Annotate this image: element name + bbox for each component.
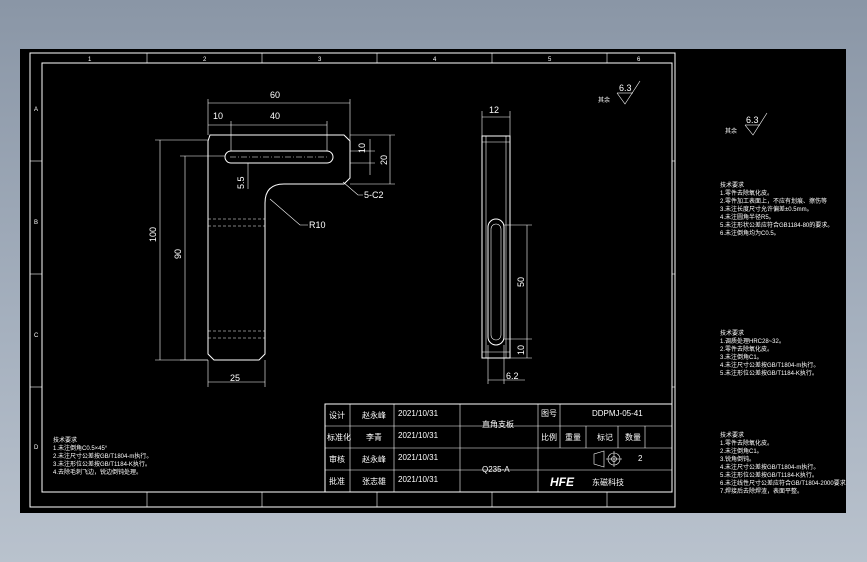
title-block: 设计 赵永峰 2021/10/31 标准化 李青 2021/10/31 审核 赵…	[324, 403, 673, 493]
svg-text:比例: 比例	[541, 432, 557, 442]
tb-name-check: 赵永峰	[362, 454, 386, 464]
tb-role-check: 审核	[329, 454, 345, 464]
svg-text:2: 2	[203, 57, 207, 63]
svg-text:D: D	[34, 445, 39, 451]
svg-text:6.3: 6.3	[619, 83, 632, 93]
dim-10-slot: 10	[357, 143, 367, 153]
front-view-outline	[207, 134, 351, 361]
dim-10-bottom: 10	[516, 345, 526, 355]
tb-role-design: 设计	[329, 410, 345, 420]
tb-name-design: 赵永峰	[362, 410, 386, 420]
dim-20: 20	[379, 155, 389, 165]
svg-text:B: B	[34, 220, 38, 226]
tb-date-std: 2021/10/31	[398, 431, 439, 440]
svg-text:3.未注倒角C1。: 3.未注倒角C1。	[720, 353, 763, 361]
dim-12: 12	[489, 105, 499, 115]
svg-text:6: 6	[637, 57, 641, 63]
svg-text:其余: 其余	[598, 96, 610, 104]
drawing-canvas: 1 2 3 4 5 6 A B C D	[20, 49, 852, 513]
tb-date-design: 2021/10/31	[398, 409, 439, 418]
svg-text:6.未注线性尺寸公差应符合GB/T1804-2000要求。: 6.未注线性尺寸公差应符合GB/T1804-2000要求。	[720, 479, 846, 487]
svg-text:A: A	[34, 107, 38, 113]
svg-text:5.未注形状公差应符合GB1184-80的要求。: 5.未注形状公差应符合GB1184-80的要求。	[720, 221, 833, 229]
tb-role-std: 标准化	[327, 432, 351, 442]
svg-text:7.焊接后去除焊渣，表面平整。: 7.焊接后去除焊渣，表面平整。	[720, 487, 803, 495]
notes-right-3: 技术要求 1.零件去除氧化皮。 2.未注倒角C1。 3.锐角倒钝。 4.未注尺寸…	[720, 431, 852, 495]
dim-10-offset: 10	[213, 111, 223, 121]
notes-left: 技术要求 1.未注倒角C0.5×45° 2.未注尺寸公差按GB/T1804-m执…	[53, 436, 152, 476]
company-logo: HFE	[550, 475, 575, 489]
front-slot	[224, 150, 334, 164]
side-view: 12 50 10 6.2	[481, 105, 532, 384]
dim-5-5: 5.5	[236, 176, 246, 189]
dim-40: 40	[270, 111, 280, 121]
dim-6-2: 6.2	[506, 371, 519, 381]
svg-text:3.未注形位公差按GB/T1184-K执行。: 3.未注形位公差按GB/T1184-K执行。	[53, 460, 151, 468]
svg-text:C: C	[34, 333, 39, 339]
svg-text:5.未注形位公差按GB/T1184-K执行。: 5.未注形位公差按GB/T1184-K执行。	[720, 369, 818, 377]
svg-text:图号: 图号	[541, 409, 557, 418]
dim-100: 100	[148, 227, 158, 242]
svg-text:4: 4	[433, 57, 437, 63]
dim-90: 90	[173, 249, 183, 259]
svg-text:6.未注倒角均为C0.5。: 6.未注倒角均为C0.5。	[720, 229, 780, 237]
svg-text:4.未注尺寸公差按GB/T1804-m执行。: 4.未注尺寸公差按GB/T1804-m执行。	[720, 463, 819, 471]
svg-text:2.未注倒角C1。: 2.未注倒角C1。	[720, 447, 763, 455]
tb-drawing-no: DDPMJ-05-41	[592, 409, 643, 418]
front-view: 60 10 40 10 20 5.5 5-C2 R10 100 90 25	[148, 90, 395, 387]
svg-text:6.3: 6.3	[746, 115, 759, 125]
tb-part-name: 直角支板	[482, 419, 514, 429]
roughness-main: 其余 6.3	[598, 80, 641, 105]
notes-right-2: 技术要求 1.调质处理HRC28~32。 2.零件去除氧化皮。 3.未注倒角C1…	[720, 329, 819, 377]
svg-text:技术要求: 技术要求	[720, 181, 744, 189]
svg-text:1.未注倒角C0.5×45°: 1.未注倒角C0.5×45°	[53, 444, 108, 452]
roughness-side: 其余 6.3	[725, 112, 768, 136]
svg-text:5: 5	[548, 57, 552, 63]
side-view-outline	[481, 135, 511, 359]
dim-25: 25	[230, 373, 240, 383]
svg-text:5.未注形位公差按GB/T1184-K执行。: 5.未注形位公差按GB/T1184-K执行。	[720, 471, 818, 479]
tb-date-check: 2021/10/31	[398, 453, 439, 462]
svg-text:数量: 数量	[625, 432, 641, 442]
tb-role-approve: 批准	[329, 476, 345, 486]
svg-text:1.零件去除氧化皮。: 1.零件去除氧化皮。	[720, 189, 773, 197]
svg-text:标记: 标记	[597, 432, 613, 442]
projection-symbol-icon	[593, 450, 622, 468]
tb-name-approve: 张志雄	[362, 476, 386, 486]
svg-text:4.去除毛刺飞边，锐边倒钝处理。: 4.去除毛刺飞边，锐边倒钝处理。	[53, 468, 142, 476]
svg-text:4.未注圆角半径R5。: 4.未注圆角半径R5。	[720, 213, 775, 221]
front-dimensions	[155, 99, 395, 387]
svg-text:2.零件加工表面上，不应有划痕、擦伤等: 2.零件加工表面上，不应有划痕、擦伤等	[720, 197, 827, 205]
svg-text:其余: 其余	[725, 127, 737, 135]
inner-border	[41, 62, 673, 493]
zone-ticks	[30, 53, 675, 507]
svg-text:3: 3	[318, 57, 322, 63]
svg-text:重量: 重量	[565, 432, 581, 442]
dim-60: 60	[270, 90, 280, 100]
dim-50: 50	[516, 277, 526, 287]
svg-text:技术要求: 技术要求	[53, 436, 77, 444]
tb-company: 东磁科技	[592, 477, 624, 487]
svg-text:1.调质处理HRC28~32。: 1.调质处理HRC28~32。	[720, 337, 785, 345]
svg-text:技术要求: 技术要求	[720, 329, 744, 337]
tb-qty: 2	[638, 454, 643, 463]
svg-text:1.零件去除氧化皮。: 1.零件去除氧化皮。	[720, 439, 773, 447]
svg-text:2.零件去除氧化皮。: 2.零件去除氧化皮。	[720, 345, 773, 353]
outer-border	[29, 52, 676, 508]
svg-text:4.未注尺寸公差按GB/T1804-m执行。: 4.未注尺寸公差按GB/T1804-m执行。	[720, 361, 819, 369]
dim-chamfer: 5-C2	[364, 190, 384, 200]
side-slot	[487, 218, 505, 346]
svg-text:3.未注长度尺寸允许偏差±0.5mm。: 3.未注长度尺寸允许偏差±0.5mm。	[720, 205, 813, 213]
zone-labels: 1 2 3 4 5 6 A B C D	[34, 57, 641, 451]
tb-material: Q235-A	[482, 465, 510, 474]
svg-text:2.未注尺寸公差按GB/T1804-m执行。: 2.未注尺寸公差按GB/T1804-m执行。	[53, 452, 152, 460]
svg-text:1: 1	[88, 57, 92, 63]
dim-radius: R10	[309, 220, 326, 230]
tb-date-approve: 2021/10/31	[398, 475, 439, 484]
svg-text:技术要求: 技术要求	[720, 431, 744, 439]
tb-name-std: 李青	[366, 432, 382, 442]
notes-right-1: 技术要求 1.零件去除氧化皮。 2.零件加工表面上，不应有划痕、擦伤等 3.未注…	[720, 181, 833, 237]
svg-text:3.锐角倒钝。: 3.锐角倒钝。	[720, 455, 755, 463]
